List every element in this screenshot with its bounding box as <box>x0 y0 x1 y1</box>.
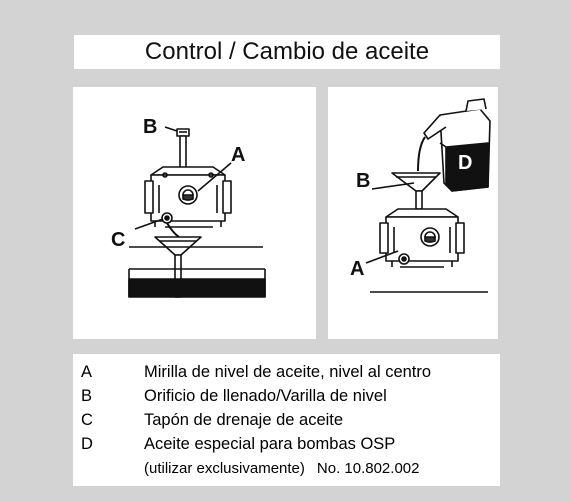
label-a: A <box>350 258 364 280</box>
legend-item: D Aceite especial para bombas OSP <box>73 433 500 455</box>
drain-illustration-panel: B A C <box>73 87 316 339</box>
drain-illustration: B A C <box>111 116 266 298</box>
drain-plug-icon <box>161 212 173 224</box>
legend-note: (utilizar exclusivamente) No. 10.802.002 <box>144 459 419 479</box>
title-box: Control / Cambio de aceite <box>74 35 500 69</box>
label-d: D <box>458 152 472 174</box>
legend-item: C Tapón de drenaje de aceite <box>73 409 500 431</box>
label-a: A <box>231 144 245 166</box>
dipstick-icon <box>176 128 190 169</box>
legend-key: B <box>81 387 93 405</box>
page-title: Control / Cambio de aceite <box>144 38 430 65</box>
sight-glass-icon <box>420 227 440 247</box>
legend-key: A <box>81 363 93 381</box>
svg-text:C: C <box>111 229 125 251</box>
label-c: C <box>111 229 125 251</box>
legend-item: A Mirilla de nivel de aceite, nivel al c… <box>73 361 500 383</box>
pump-body-icon <box>144 166 232 228</box>
svg-text:A: A <box>231 144 245 166</box>
svg-text:B: B <box>356 170 370 192</box>
legend-text: Orificio de llenado/Varilla de nivel <box>144 387 387 405</box>
funnel-icon <box>391 172 441 210</box>
oil-pan-icon <box>128 268 266 298</box>
usage-note: (utilizar exclusivamente) <box>144 460 305 477</box>
svg-text:A: A <box>350 258 364 280</box>
legend: A Mirilla de nivel de aceite, nivel al c… <box>73 354 500 486</box>
legend-key: D <box>81 435 93 453</box>
pump-body-icon <box>379 208 465 268</box>
legend-text: Mirilla de nivel de aceite, nivel al cen… <box>144 363 432 381</box>
svg-text:D: D <box>458 152 472 174</box>
svg-text:B: B <box>143 116 157 138</box>
label-b: B <box>143 116 157 138</box>
fill-illustration-panel: D B A <box>328 87 498 339</box>
label-b: B <box>356 170 370 192</box>
legend-text: Aceite especial para bombas OSP <box>144 435 396 453</box>
drain-plug-icon <box>398 253 410 265</box>
fill-illustration: D B A <box>350 98 491 293</box>
legend-item: B Orificio de llenado/Varilla de nivel <box>73 385 500 407</box>
part-number: No. 10.802.002 <box>316 460 420 477</box>
sight-glass-icon <box>178 185 198 205</box>
legend-key: C <box>81 411 93 429</box>
oil-can-icon <box>423 98 491 192</box>
legend-text: Tapón de drenaje de aceite <box>144 411 344 429</box>
